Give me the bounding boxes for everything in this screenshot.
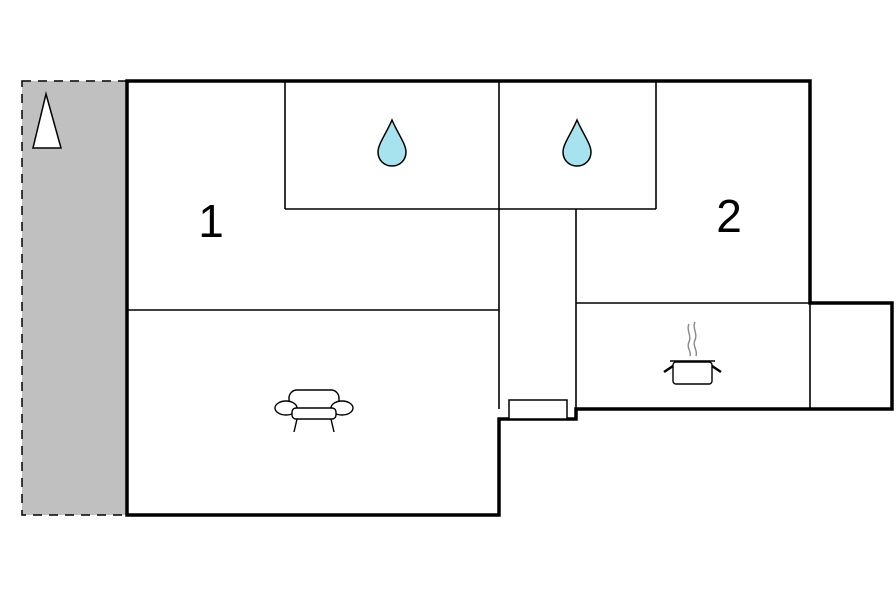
water-drop-icon	[377, 118, 407, 167]
sofa-icon	[274, 389, 354, 433]
radiator-icon	[508, 399, 568, 420]
north-arrow-icon	[32, 91, 62, 149]
outer-walls	[125, 79, 894, 517]
cooking-pot-icon	[663, 321, 722, 385]
water-drop-icon	[562, 118, 592, 167]
terrace-area	[21, 80, 128, 516]
interior-walls	[127, 81, 811, 409]
room-label-1: 1	[198, 195, 224, 247]
room-label-2: 2	[716, 190, 742, 242]
